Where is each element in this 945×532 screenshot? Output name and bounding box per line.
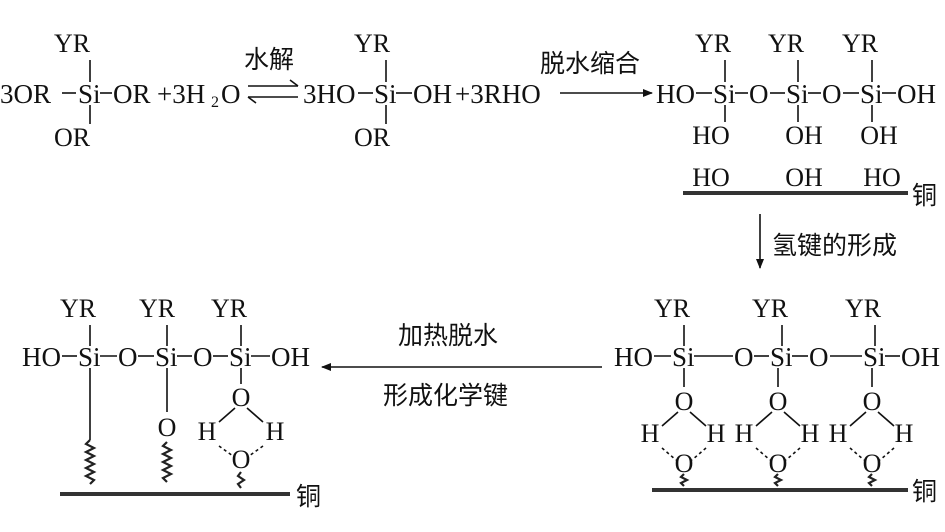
svg-text:H: H: [266, 417, 285, 446]
svg-text:HO: HO: [692, 121, 730, 150]
svg-text:H: H: [641, 419, 660, 448]
svg-text:O: O: [809, 342, 829, 372]
svg-text:O: O: [863, 387, 882, 416]
svg-text:YR: YR: [768, 29, 805, 58]
plus-alcohol: +3RHO: [455, 79, 541, 109]
svg-text:HO: HO: [22, 342, 61, 372]
svg-text:O: O: [734, 342, 754, 372]
hbond-arrow: 氢键的形成: [756, 214, 897, 269]
condensation-arrow: 脱水缩合: [540, 49, 653, 97]
svg-text:YR: YR: [60, 294, 97, 323]
bonded-structure: YR YR YR HO Si O Si O Si OH O O H H: [22, 294, 321, 511]
svg-text:O: O: [193, 342, 213, 372]
svg-text:YR: YR: [842, 29, 879, 58]
svg-text:Si: Si: [863, 342, 886, 372]
svg-text:O: O: [232, 445, 251, 474]
yr-label: YR: [54, 29, 91, 58]
svg-text:H: H: [735, 419, 754, 448]
water-subscript: 2: [211, 94, 219, 111]
si-atom: Si: [374, 79, 397, 109]
copper-label: 铜: [912, 477, 937, 506]
hbond-structure: YR YR YR HO Si O Si O Si OH O H H O O H …: [614, 294, 940, 506]
svg-text:H: H: [895, 419, 914, 448]
or-right: OR: [113, 79, 151, 109]
svg-text:O: O: [232, 383, 251, 412]
svg-text:HO: HO: [614, 342, 653, 372]
svg-text:OH: OH: [897, 79, 936, 109]
svg-text:OH: OH: [901, 342, 940, 372]
oligomer-top: YR YR YR HO Si O Si O Si OH HO OH OH HO …: [656, 29, 937, 210]
reactant-or-left: 3OR: [0, 79, 51, 109]
svg-text:Si: Si: [672, 342, 695, 372]
plus-water: +3H: [157, 79, 205, 109]
svg-text:HO: HO: [692, 163, 730, 192]
si-atom: Si: [78, 79, 101, 109]
svg-text:OH: OH: [271, 342, 310, 372]
water-oxygen: O: [221, 79, 241, 109]
svg-text:Si: Si: [786, 79, 809, 109]
svg-text:HO: HO: [863, 163, 901, 192]
svg-text:O: O: [675, 449, 694, 478]
svg-text:Si: Si: [78, 342, 101, 372]
heating-arrow: 加热脱水 形成化学键: [321, 321, 602, 410]
svg-text:YR: YR: [752, 294, 789, 323]
svg-text:YR: YR: [654, 294, 691, 323]
copper-label: 铜: [296, 482, 321, 511]
svg-text:H: H: [829, 419, 848, 448]
svg-text:YR: YR: [845, 294, 882, 323]
hbond-label: 氢键的形成: [772, 231, 897, 260]
svg-text:YR: YR: [211, 294, 248, 323]
hydrolysis-label: 水解: [244, 45, 294, 74]
svg-text:H: H: [198, 417, 217, 446]
product-ho-left: 3HO: [303, 79, 356, 109]
svg-text:H: H: [801, 419, 820, 448]
svg-text:Si: Si: [155, 342, 178, 372]
yr-label: YR: [354, 29, 391, 58]
svg-text:Si: Si: [770, 342, 793, 372]
svg-text:OH: OH: [860, 121, 898, 150]
svg-text:O: O: [769, 449, 788, 478]
or-bottom: OR: [354, 123, 391, 152]
svg-text:YR: YR: [695, 29, 732, 58]
heat-dehydrate-label: 加热脱水: [398, 321, 498, 350]
svg-text:Si: Si: [860, 79, 883, 109]
svg-text:O: O: [863, 449, 882, 478]
svg-text:Si: Si: [229, 342, 252, 372]
or-bottom: OR: [54, 123, 91, 152]
svg-text:HO: HO: [656, 79, 695, 109]
copper-label: 铜: [912, 181, 937, 210]
oh-right: OH: [413, 79, 452, 109]
svg-text:O: O: [769, 387, 788, 416]
reactant-silane: YR 3OR Si OR +3H 2 O OR: [0, 29, 241, 152]
equilibrium-arrows: 水解: [244, 45, 299, 104]
hydrolyzed-silane: YR 3HO Si OH +3RHO OR: [303, 29, 541, 152]
svg-text:OH: OH: [785, 163, 823, 192]
svg-text:O: O: [158, 413, 177, 442]
svg-text:O: O: [675, 387, 694, 416]
dehydration-condensation-label: 脱水缩合: [540, 49, 640, 78]
svg-text:OH: OH: [785, 121, 823, 150]
svg-text:O: O: [118, 342, 138, 372]
form-chemical-bond-label: 形成化学键: [383, 381, 508, 410]
svg-text:H: H: [707, 419, 726, 448]
svg-text:YR: YR: [139, 294, 176, 323]
svg-text:O: O: [749, 79, 769, 109]
svg-text:Si: Si: [713, 79, 736, 109]
svg-text:O: O: [822, 79, 842, 109]
